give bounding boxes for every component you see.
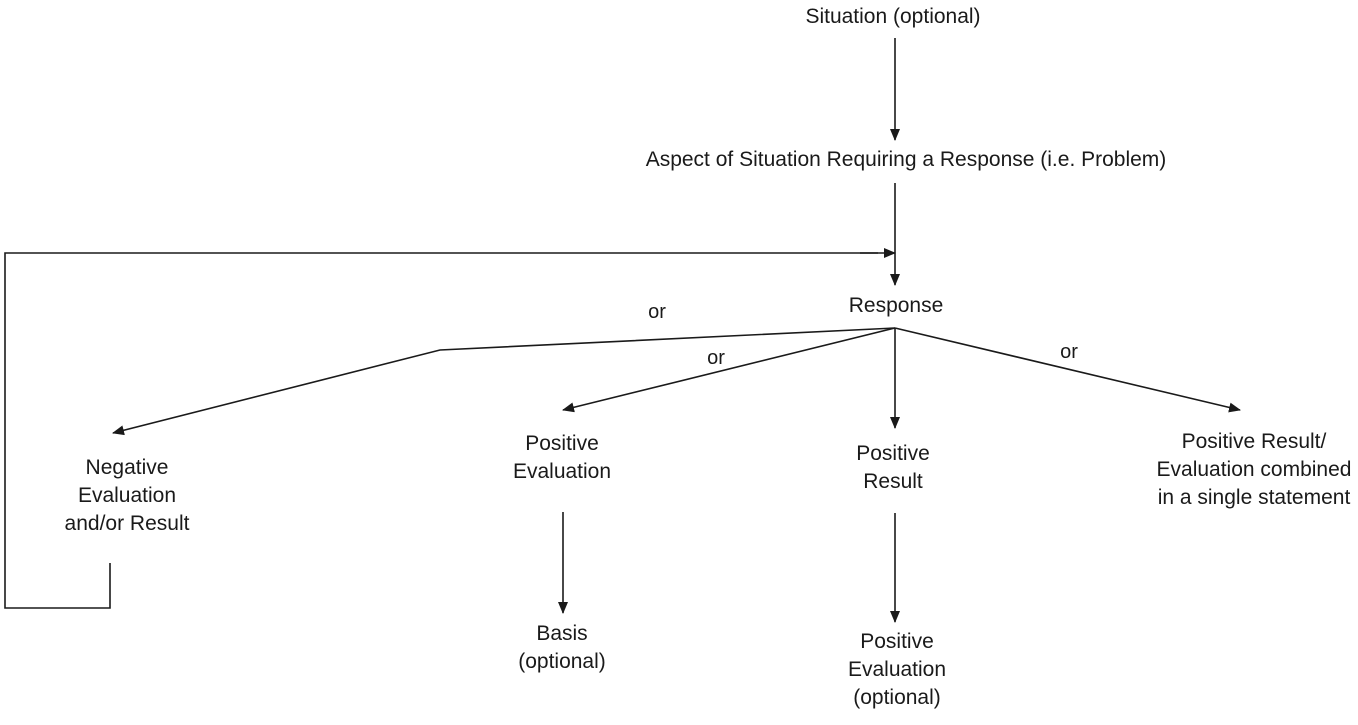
node-negative-evaluation: Negative Evaluation and/or Result — [65, 454, 190, 538]
node-positive-evaluation-optional: Positive Evaluation (optional) — [848, 628, 946, 712]
node-response: Response — [848, 294, 944, 317]
arrow-response-to-negative — [112, 327, 896, 436]
node-negative-line-2: Evaluation — [77, 484, 177, 507]
node-negative-line-1: Negative — [85, 456, 169, 479]
node-combined-line-2: Evaluation combined — [1156, 458, 1352, 481]
node-positive-evaluation-line-2: Evaluation — [512, 460, 612, 483]
node-positive-evaluation: Positive Evaluation — [513, 430, 611, 486]
node-basis-line-2: (optional) — [518, 650, 606, 673]
node-basis-line-1: Basis — [536, 622, 588, 645]
or-label-positive-evaluation: or — [707, 347, 725, 369]
node-positive-evaluation-optional-line-1: Positive — [860, 630, 934, 653]
node-negative-line-3: and/or Result — [64, 512, 190, 535]
node-combined-line-3: in a single statement — [1157, 486, 1351, 509]
node-positive-result: Positive Result — [856, 440, 930, 496]
node-combined-line-1: Positive Result/ — [1181, 430, 1327, 453]
node-positive-evaluation-optional-line-2: Evaluation — [847, 658, 947, 681]
arrow-response-to-combined — [894, 327, 1241, 413]
feedback-loop-line — [4, 252, 878, 609]
node-positive-result-line-2: Result — [863, 470, 923, 493]
or-label-negative: or — [648, 301, 666, 323]
node-combined: Positive Result/ Evaluation combined in … — [1157, 428, 1352, 512]
node-situation: Situation (optional) — [805, 5, 981, 28]
node-basis: Basis (optional) — [518, 620, 606, 676]
node-positive-result-line-1: Positive — [856, 442, 930, 465]
or-label-combined: or — [1060, 341, 1078, 363]
node-aspect: Aspect of Situation Requiring a Response… — [645, 148, 1167, 171]
node-positive-evaluation-line-1: Positive — [525, 432, 599, 455]
arrow-response-to-positive-evaluation — [562, 327, 896, 413]
node-positive-evaluation-optional-line-3: (optional) — [853, 686, 941, 709]
